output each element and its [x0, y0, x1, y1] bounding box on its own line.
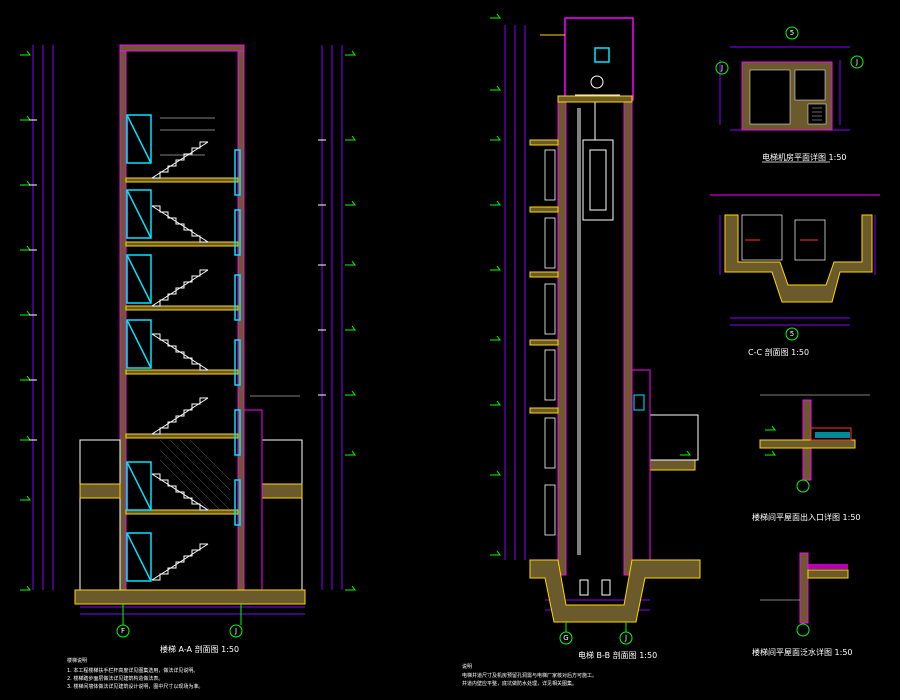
grid-label-stair-right: J	[234, 627, 237, 635]
roof-entrance-step	[810, 427, 852, 441]
grid-label-stair-left: F	[121, 627, 125, 635]
title-roof-entrance-detail: 楼梯间平屋面出入口详图 1:50	[752, 512, 861, 522]
elevator-shaft-walls	[557, 95, 633, 576]
stair-level-marks	[20, 50, 356, 591]
pit-section-drawing: 5	[710, 194, 880, 341]
machine-room-stair-opening	[807, 103, 827, 125]
grid-label-elevator-left: G	[563, 634, 568, 642]
elevator-level-marks	[490, 13, 691, 556]
stair-note-line-1: 1. 本工程楼梯扶手栏杆高度详见图集选用，做法详见说明。	[67, 667, 198, 674]
elevator-dimension-lines	[504, 25, 650, 611]
roof-entrance-level-marks	[765, 425, 776, 456]
elevator-notes-heading: 说明	[462, 663, 472, 670]
roof-edge-slab	[807, 569, 849, 579]
stair-hatch-area	[159, 439, 231, 511]
pit-interior-lines	[741, 214, 826, 261]
elevator-section-drawing: G J	[490, 13, 701, 645]
roof-edge-detail-drawing	[760, 552, 849, 637]
title-pit-section: C-C 剖面图 1:50	[748, 347, 809, 357]
grid-label-elevator-right: J	[624, 634, 627, 642]
stair-floor-slabs	[125, 177, 239, 515]
stair-foundation	[74, 589, 306, 605]
pit-grid-bubble	[785, 327, 799, 341]
roof-edge-waterproof	[808, 564, 848, 569]
title-elevator-section: 电梯 B-B 剖面图 1:50	[578, 650, 657, 660]
elevator-pit	[529, 559, 701, 623]
roof-edge-grid-bubble	[796, 623, 810, 637]
stair-section-drawing: F J	[20, 44, 356, 638]
stair-windows	[126, 114, 241, 582]
elevator-grid-bubbles	[559, 622, 633, 645]
elevator-machine-room	[540, 17, 634, 101]
stair-annotation-leaders	[160, 117, 300, 397]
stair-grid-bubbles	[116, 604, 243, 638]
grid-label-machine-left: J	[720, 64, 723, 72]
machine-room-interior	[749, 69, 791, 125]
machine-room-hatch	[812, 107, 822, 121]
machine-room-plan-drawing: 5 J J	[715, 26, 864, 163]
stair-note-line-3: 3. 楼梯间墙体做法详见建筑设计说明，图中尺寸以现场为准。	[67, 683, 203, 690]
stair-note-line-2: 2. 楼梯踏步面层做法详见建筑构造做法表。	[67, 675, 163, 682]
title-stair-section: 楼梯 A-A 剖面图 1:50	[160, 644, 239, 654]
stair-dimension-lines	[32, 45, 343, 615]
roof-entrance-threshold	[815, 432, 850, 438]
elevator-landing-doors	[544, 149, 556, 536]
pit-dimension-lines	[719, 215, 876, 326]
title-machine-room-plan: 电梯机房平面详图 1:50	[762, 152, 847, 162]
machine-plan-grid-bubbles	[715, 26, 864, 75]
grid-label-pit-bottom: 5	[790, 330, 794, 338]
elevator-note-line-2: 井道内壁应平整，底坑做防水处理，详见相关图集。	[462, 680, 577, 687]
roof-edge-wall	[799, 552, 809, 624]
stair-notes-heading: 楼梯说明	[67, 657, 87, 664]
stair-flights	[151, 141, 209, 581]
elevator-note-line-1: 电梯井道尺寸及机房预留孔洞需与电梯厂家核对后方可施工。	[462, 672, 597, 679]
elevator-pit-buffers	[579, 579, 611, 596]
grid-label-machine-top: 5	[790, 29, 794, 37]
grid-label-machine-right: J	[855, 58, 858, 66]
elevator-car	[577, 102, 614, 555]
roof-entrance-slab	[759, 439, 856, 449]
roof-entrance-grid-bubble	[796, 479, 810, 493]
pit-concrete	[724, 214, 873, 303]
machine-room-shaft-opening	[794, 69, 826, 101]
stair-dimension-ticks	[29, 119, 326, 441]
title-roof-edge-detail: 楼梯间平屋面泛水详图 1:50	[752, 647, 853, 657]
roof-entrance-detail-drawing	[759, 394, 870, 493]
